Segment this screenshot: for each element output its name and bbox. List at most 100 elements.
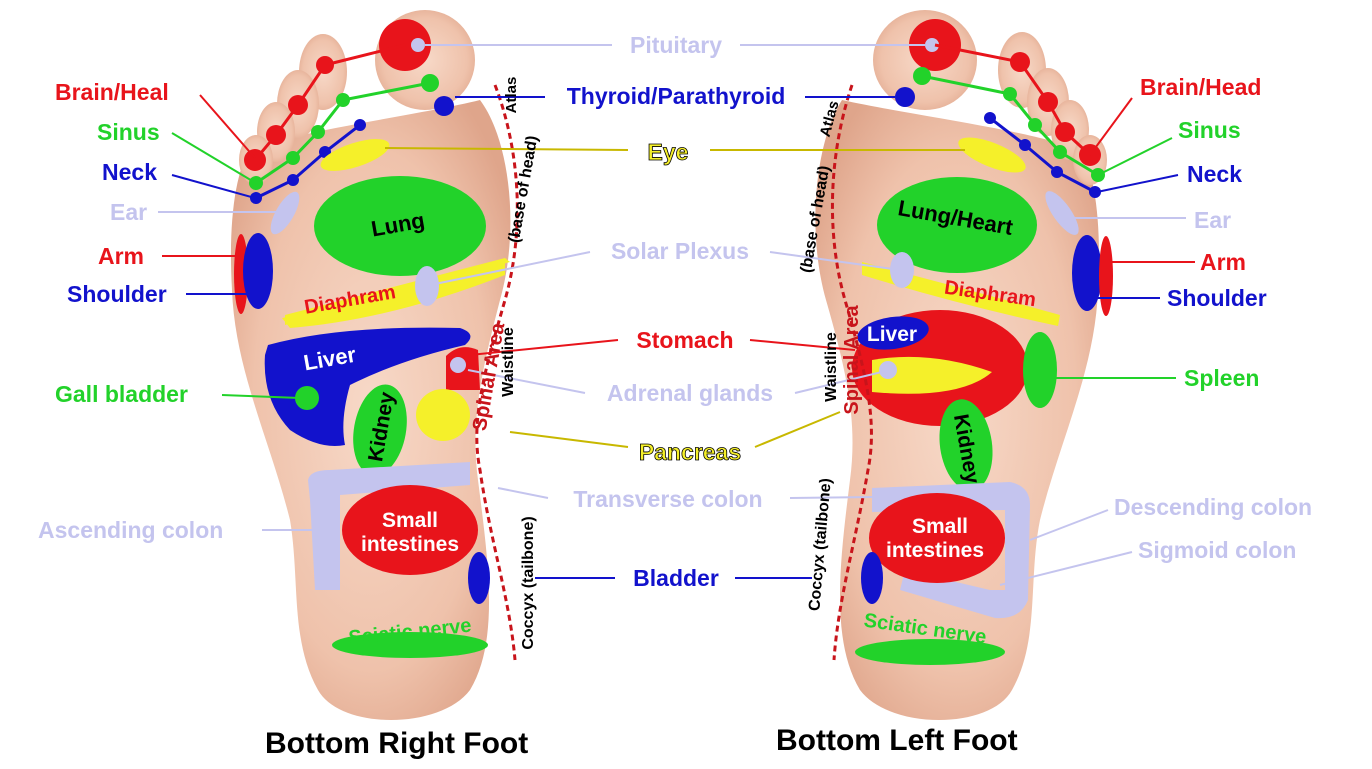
right-sinus-dot (286, 151, 300, 165)
neck-line-right (171, 174, 256, 199)
left-ear-zone (1045, 191, 1079, 235)
left-spinal-line (830, 84, 873, 661)
right-sinus-dot (421, 74, 439, 92)
left-sinus-dot (1003, 87, 1017, 101)
left-neck-dot (1019, 139, 1031, 151)
stomach-line (749, 339, 856, 351)
left-waistline-text: Waistline (823, 332, 840, 402)
left-spleen-zone (1023, 332, 1057, 408)
thyroid-label: Thyroid/Parathyroid (567, 83, 786, 109)
left-neck-chain (989, 116, 1096, 194)
right-diaphragm-zone (282, 260, 505, 328)
right-brain-dot (288, 95, 308, 115)
left-sinus-dot (1028, 118, 1042, 132)
transverse-colon-line (497, 487, 549, 499)
left-eye-zone (958, 137, 1026, 173)
right-foot-side-labels: Brain/Heal Sinus Neck Ear Arm Shoulder G… (38, 79, 223, 543)
left-arm-zone (1099, 236, 1113, 316)
eye-line (384, 147, 629, 151)
right-sinus-dot (311, 125, 325, 139)
left-brain-dot (1010, 52, 1030, 72)
left-bladder-zone (861, 552, 883, 604)
right-solar-plexus-zone (415, 266, 439, 306)
left-intestines-text: intestines (886, 539, 984, 562)
right-pancreas-zone (416, 389, 470, 441)
right-bladder-zone (468, 552, 490, 604)
left-spinal-text: Spinal Area (841, 304, 863, 414)
sinus-label-right: Sinus (97, 119, 160, 145)
center-labels: Pituitary Thyroid/Parathyroid Eye Solar … (567, 32, 786, 591)
pancreas-line (754, 411, 841, 448)
transverse-colon-label: Transverse colon (573, 486, 762, 512)
right-lung-zone (314, 176, 486, 276)
right-colon-zone (308, 462, 470, 590)
neck-label-right: Neck (102, 159, 157, 185)
neck-label-left: Neck (1187, 161, 1242, 187)
right-small-intestines-zone (342, 485, 478, 575)
right-sinus-dot (336, 93, 350, 107)
left-foot-regions (830, 19, 1113, 665)
right-ear-zone (270, 191, 300, 235)
sigmoid-colon-label-left: Sigmoid colon (1138, 537, 1296, 563)
left-solar-plexus-zone (890, 252, 914, 288)
spleen-label-left: Spleen (1184, 365, 1259, 391)
transverse-colon-line (789, 496, 876, 499)
left-sinus-dot (913, 67, 931, 85)
shoulder-label-left: Shoulder (1167, 285, 1267, 311)
right-base-head-text: (base of head) (506, 134, 542, 244)
right-neck-dot (287, 174, 299, 186)
right-spinal-line (475, 84, 519, 661)
left-liver-zone (857, 316, 929, 350)
shoulder-label-right: Shoulder (67, 281, 167, 307)
left-colon-zone (872, 482, 1030, 619)
left-pancreas-zone (872, 356, 992, 394)
sigmoid-colon-line-left (999, 551, 1133, 586)
left-liver-text: Liver (867, 323, 917, 346)
brain-line-left (1089, 97, 1133, 156)
left-small-text: Small (912, 515, 968, 538)
right-region-text: Lung Diaphram Liver Kidney Small intesti… (302, 77, 542, 650)
sinus-label-left: Sinus (1178, 117, 1241, 143)
right-eye-zone (320, 139, 390, 171)
right-foot-regions (234, 19, 519, 661)
solar-plexus-label: Solar Plexus (611, 238, 749, 264)
left-small-intestines-zone (869, 493, 1005, 583)
brain-label-left: Brain/Head (1140, 74, 1261, 100)
ear-label-left: Ear (1194, 207, 1231, 233)
right-atlas-text: Atlas (503, 77, 520, 114)
adrenal-label: Adrenal glands (607, 380, 773, 406)
right-kidney-zone (353, 384, 407, 476)
adrenal-line (794, 369, 891, 394)
gall-bladder-line-right (221, 394, 301, 399)
right-shoulder-zone (243, 233, 273, 309)
left-foot-side-labels: Brain/Head Sinus Neck Ear Arm Shoulder S… (1114, 74, 1312, 563)
solar-plexus-line (429, 251, 591, 286)
right-gall-bladder-zone (295, 386, 319, 410)
ear-label-right: Ear (110, 199, 147, 225)
adrenal-line (467, 369, 586, 394)
left-shoulder-zone (1072, 235, 1102, 311)
left-thyroid-dot (895, 87, 915, 107)
left-foot-caption: Bottom Left Foot (776, 724, 1018, 757)
descending-colon-line-left (1029, 509, 1109, 541)
descending-colon-label-left: Descending colon (1114, 494, 1312, 520)
left-sinus-dot (1053, 145, 1067, 159)
left-neck-dot (1051, 166, 1063, 178)
left-kidney-zone (939, 399, 993, 491)
left-neck-dot (984, 112, 996, 124)
right-brain-dot (266, 125, 286, 145)
solar-plexus-line (769, 251, 901, 271)
right-thyroid-dot (434, 96, 454, 116)
right-coccyx-text: Coccyx (tailbone) (520, 516, 537, 649)
right-sciatic-zone (332, 632, 488, 658)
pituitary-label: Pituitary (630, 32, 722, 58)
right-sinus-dot (249, 176, 263, 190)
left-brain-dot (1038, 92, 1058, 112)
left-pituitary-dot (925, 38, 939, 52)
left-brain-dot (1055, 122, 1075, 142)
right-neck-dot (250, 192, 262, 204)
right-liver-zone (264, 327, 471, 446)
right-brain-dot (316, 56, 334, 74)
sinus-line-left (1097, 137, 1173, 176)
